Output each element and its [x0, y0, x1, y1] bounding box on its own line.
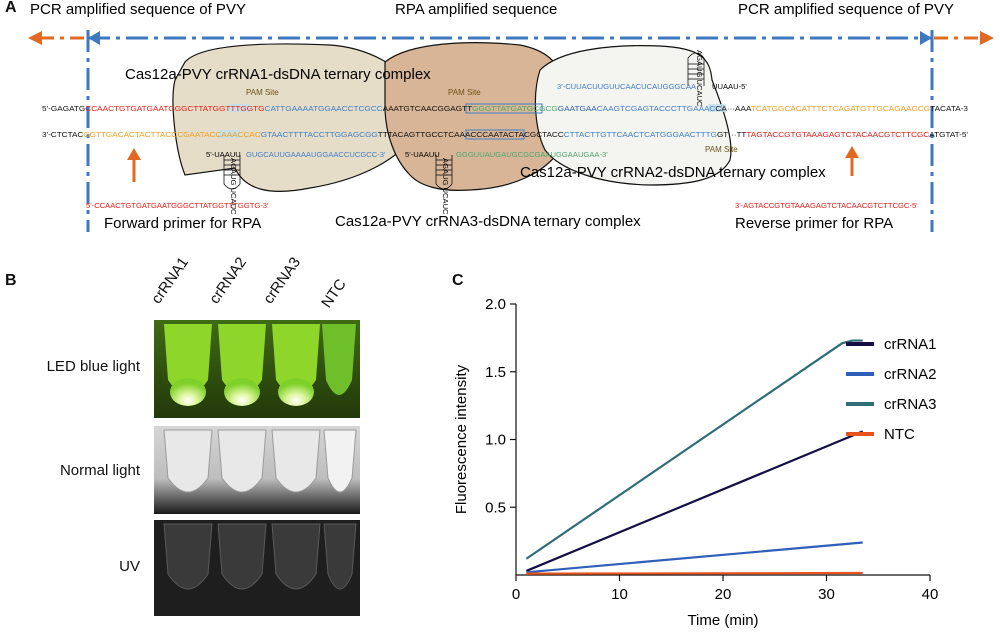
crrna1-5prime: 5'-UAAUU — [206, 150, 241, 159]
row-label-uv: UV — [119, 558, 140, 575]
crrna3-stemloop-bases: AGAUG UCAUC — [441, 158, 450, 215]
legend-label: crRNA1 — [884, 336, 937, 353]
pam1-top-box — [228, 104, 250, 112]
top-strand-segment: TACATA-3 — [930, 104, 968, 113]
complex1-label: Cas12a-PVY crRNA1-dsDNA ternary complex — [125, 66, 431, 83]
bottom-strand-segment: CTTACTTGTTCAACTCATGGGAACTTTG — [564, 130, 717, 139]
crrna1-spacer: GUGCAUUGAAAAUGGAACCUCGCC-3' — [246, 150, 386, 159]
target2-box — [465, 129, 525, 140]
crrna2-3prime: UUAAU-5' — [712, 82, 747, 91]
bottom-strand-segment: GT···TT — [717, 130, 747, 139]
x-tick-label: 20 — [715, 586, 732, 603]
y-axis-label: Fluorescence intensity — [453, 364, 470, 514]
pam-site-2: PAM Site — [705, 145, 738, 154]
complex1-blob — [172, 43, 411, 192]
crrna1-stemloop — [223, 155, 241, 190]
legend-label: crRNA3 — [884, 396, 937, 413]
top-strand-segment: CATTGAAAATGGAACCTCGCC — [265, 104, 384, 113]
column-ntc: NTC — [318, 275, 350, 311]
series-line-crrna3 — [525, 339, 863, 560]
frame-left-arrow-icon — [88, 31, 100, 45]
pam-site-3: PAM Site — [448, 88, 481, 97]
top-strand-segment: CCAACTGTGATGAATGGGCTTATGGTTTGGTG — [85, 104, 264, 113]
reverse-primer-seq: 3'-AGTACCGTGTAAAGAGTCTACAACGTCTTCGC-5' — [735, 201, 918, 210]
column-crrna2: crRNA2 — [206, 254, 251, 307]
top-right-title: PCR amplified sequence of PVY — [738, 1, 954, 18]
bottom-strand-segment: GGTTGACACTACTTACCCGAATACCAAAC — [83, 130, 244, 139]
top-strand-segment: 5'-GAGATG — [42, 104, 85, 113]
led-tubes — [164, 324, 356, 406]
legend-label: NTC — [884, 426, 915, 443]
normal-tubes — [163, 429, 357, 493]
crrna1-stemloop-bases: AGAUG UCAUC — [229, 158, 238, 215]
bottom-strand-segment: GTAACTTTTACCTTGGAGCGG — [261, 130, 378, 139]
y-tick-label: 1.5 — [485, 364, 506, 381]
pam-site-1: PAM Site — [246, 88, 279, 97]
pcr-left-arrow-icon — [28, 31, 42, 45]
series-line-ntc — [526, 571, 863, 575]
panel-a-diagram: PCR amplified sequence of PVY RPA amplif… — [28, 1, 994, 232]
uv-tubes — [163, 523, 357, 590]
pcr-right-arrow-icon — [980, 31, 994, 45]
y-tick-label: 0.5 — [485, 499, 506, 516]
crrna2-stemloop — [687, 52, 705, 86]
series-line-crrna2 — [526, 541, 863, 574]
crrna3-5prime: 5'-UAAUU — [405, 150, 440, 159]
bottom-strand-segment: 3'-CTCTAC — [42, 130, 84, 139]
series-line-crrna1 — [525, 430, 864, 572]
forward-primer-seq: 5'-CCAACTGTGATGAATGGGCTTATGGTTTGGTG-3' — [86, 201, 269, 210]
fluorescence-chart: 0 10 20 30 40 0.5 1.0 1.5 2.0 crRNA1 crRNA2 crRNA3… — [453, 296, 939, 629]
top-strand-segment: AAATGTCAACGGAGTT — [383, 104, 473, 113]
crrna3-spacer: GGGUUAUGAUGCGCGAAUGGAAUGAA-3' — [456, 150, 608, 159]
forward-primer-label: Forward primer for RPA — [104, 215, 261, 232]
complex2-blob — [534, 45, 732, 186]
crrna2-spacer: 3'-CUUACUUGUUCAACUCAUGGGCAA — [557, 82, 697, 91]
bottom-strand-segment: CAC — [244, 130, 262, 139]
bottom-strand-segment: ATGTAT-5' — [929, 130, 968, 139]
top-center-title: RPA amplified sequence — [395, 1, 557, 18]
y-tick-label: 2.0 — [485, 296, 506, 313]
row-label-led: LED blue light — [46, 358, 140, 375]
reverse-primer-arrow-icon — [845, 146, 859, 158]
tube-photographs — [154, 320, 360, 616]
bottom-strand-segment: AAACCCAATACTACGCTACC — [454, 130, 564, 139]
top-left-title: PCR amplified sequence of PVY — [30, 1, 246, 18]
x-axis-label: Time (min) — [687, 612, 758, 629]
y-tick-label: 1.0 — [485, 432, 506, 449]
bottom-strand-segment: TTTACAGTTGCCTC — [378, 130, 455, 139]
top-strand-segment: GGGTTATGATGCGCG — [472, 104, 558, 113]
panel-c-label: C — [452, 272, 464, 289]
top-strand-segment: GAATGAA — [558, 104, 598, 113]
legend-label: crRNA2 — [884, 366, 937, 383]
column-crrna1: crRNA1 — [148, 254, 193, 307]
panel-a-label: A — [5, 0, 17, 16]
crrna2-stemloop-bases: AGAUG UCAUC — [695, 50, 704, 107]
forward-primer-arrow-icon — [127, 148, 141, 160]
column-crrna3: crRNA3 — [260, 254, 305, 307]
bottom-strand-segment: TAGTACCGTGTAAAGAGTCTACAACGTCTTCGC — [746, 130, 929, 139]
panel-b-label: B — [5, 272, 17, 289]
x-tick-label: 30 — [818, 586, 835, 603]
reverse-primer-label: Reverse primer for RPA — [735, 215, 893, 232]
complex3-label: Cas12a-PVY crRNA3-dsDNA ternary complex — [335, 213, 641, 230]
x-tick-label: 0 — [512, 586, 520, 603]
top-strand-segment: CAAGTCGAGTACCCTTGAAAC — [597, 104, 716, 113]
row-label-normal: Normal light — [59, 462, 140, 479]
tube-column-headers: crRNA1 crRNA2 crRNA3 NTC — [148, 254, 372, 320]
top-strand-segment: CA···AAA — [715, 104, 752, 113]
x-tick-label: 10 — [611, 586, 628, 603]
crrna3-stemloop — [435, 155, 453, 190]
pam1-bottom-box — [218, 130, 240, 138]
frame-right-arrow-icon — [920, 31, 932, 45]
complex2-label: Cas12a-PVY crRNA2-dsDNA ternary complex — [520, 164, 826, 181]
target3-box — [465, 103, 543, 114]
complex3-blob — [384, 42, 561, 191]
x-tick-label: 40 — [922, 586, 939, 603]
pam2-box — [708, 104, 726, 112]
top-strand-segment: TCATGGCACATTTCTCAGATGTTGCAGAAGCG — [751, 104, 930, 113]
